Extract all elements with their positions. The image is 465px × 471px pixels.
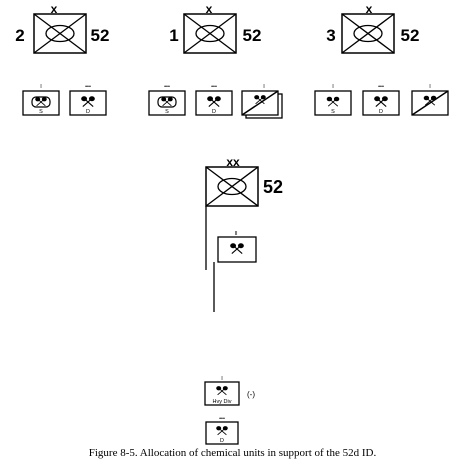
brigade-2-number: 2 [15, 26, 24, 45]
brigade-2-smoke-platoon: I S [22, 84, 60, 116]
brigade-1-smoke-platoon: ••• S [148, 84, 186, 116]
brigade-1-decon-platoon: ••• D [195, 84, 233, 116]
svg-text:I: I [40, 84, 42, 90]
brigade-3-symbol: x 3 52 [326, 2, 420, 54]
svg-text:I: I [429, 84, 431, 90]
svg-text:•••: ••• [211, 84, 217, 90]
brigade-3-recon-unit: I [411, 84, 449, 116]
svg-text:D: D [220, 438, 224, 444]
division-symbol: xx 52 [205, 155, 283, 207]
brigade-2-echelon: x [51, 2, 58, 16]
division-parent: 52 [263, 177, 283, 197]
svg-text:•••: ••• [219, 416, 225, 422]
brigade-3-number: 3 [326, 26, 335, 45]
svg-text:I: I [221, 376, 223, 382]
brigade-3-parent: 52 [401, 26, 420, 45]
figure-caption: Figure 8-5. Allocation of chemical units… [88, 447, 377, 459]
brigade-2-decon-platoon: ••• D [69, 84, 107, 116]
division-echelon: xx [226, 155, 240, 169]
svg-text:(-): (-) [247, 390, 255, 399]
svg-text:I: I [263, 84, 265, 90]
brigade-1-symbol: x 1 52 [169, 2, 262, 54]
svg-text:S: S [39, 109, 43, 115]
svg-text:•••: ••• [85, 84, 91, 90]
svg-text:I: I [332, 84, 334, 90]
svg-text:D: D [379, 109, 383, 115]
brigade-1-recon-unit: I [241, 84, 283, 119]
brigade-3-smoke-platoon: I S [314, 84, 352, 116]
chemical-battalion: II [217, 231, 257, 263]
brigade-3-echelon: x [366, 2, 373, 16]
svg-text:II: II [234, 231, 238, 237]
brigade-3-decon-platoon: ••• D [362, 84, 400, 116]
svg-text:D: D [86, 109, 90, 115]
svg-text:S: S [165, 109, 169, 115]
heavy-div-company: I Hvy Div (-) [204, 376, 255, 406]
brigade-2-symbol: x 2 52 [15, 2, 110, 54]
svg-text:•••: ••• [164, 84, 170, 90]
bottom-decon-platoon: ••• D [205, 416, 239, 445]
svg-text:Hvy Div: Hvy Div [213, 399, 232, 405]
svg-text:•••: ••• [378, 84, 384, 90]
svg-text:S: S [331, 109, 335, 115]
brigade-1-echelon: x [206, 2, 213, 16]
brigade-1-number: 1 [169, 26, 178, 45]
brigade-1-parent: 52 [243, 26, 262, 45]
svg-text:D: D [212, 109, 216, 115]
brigade-2-parent: 52 [91, 26, 110, 45]
